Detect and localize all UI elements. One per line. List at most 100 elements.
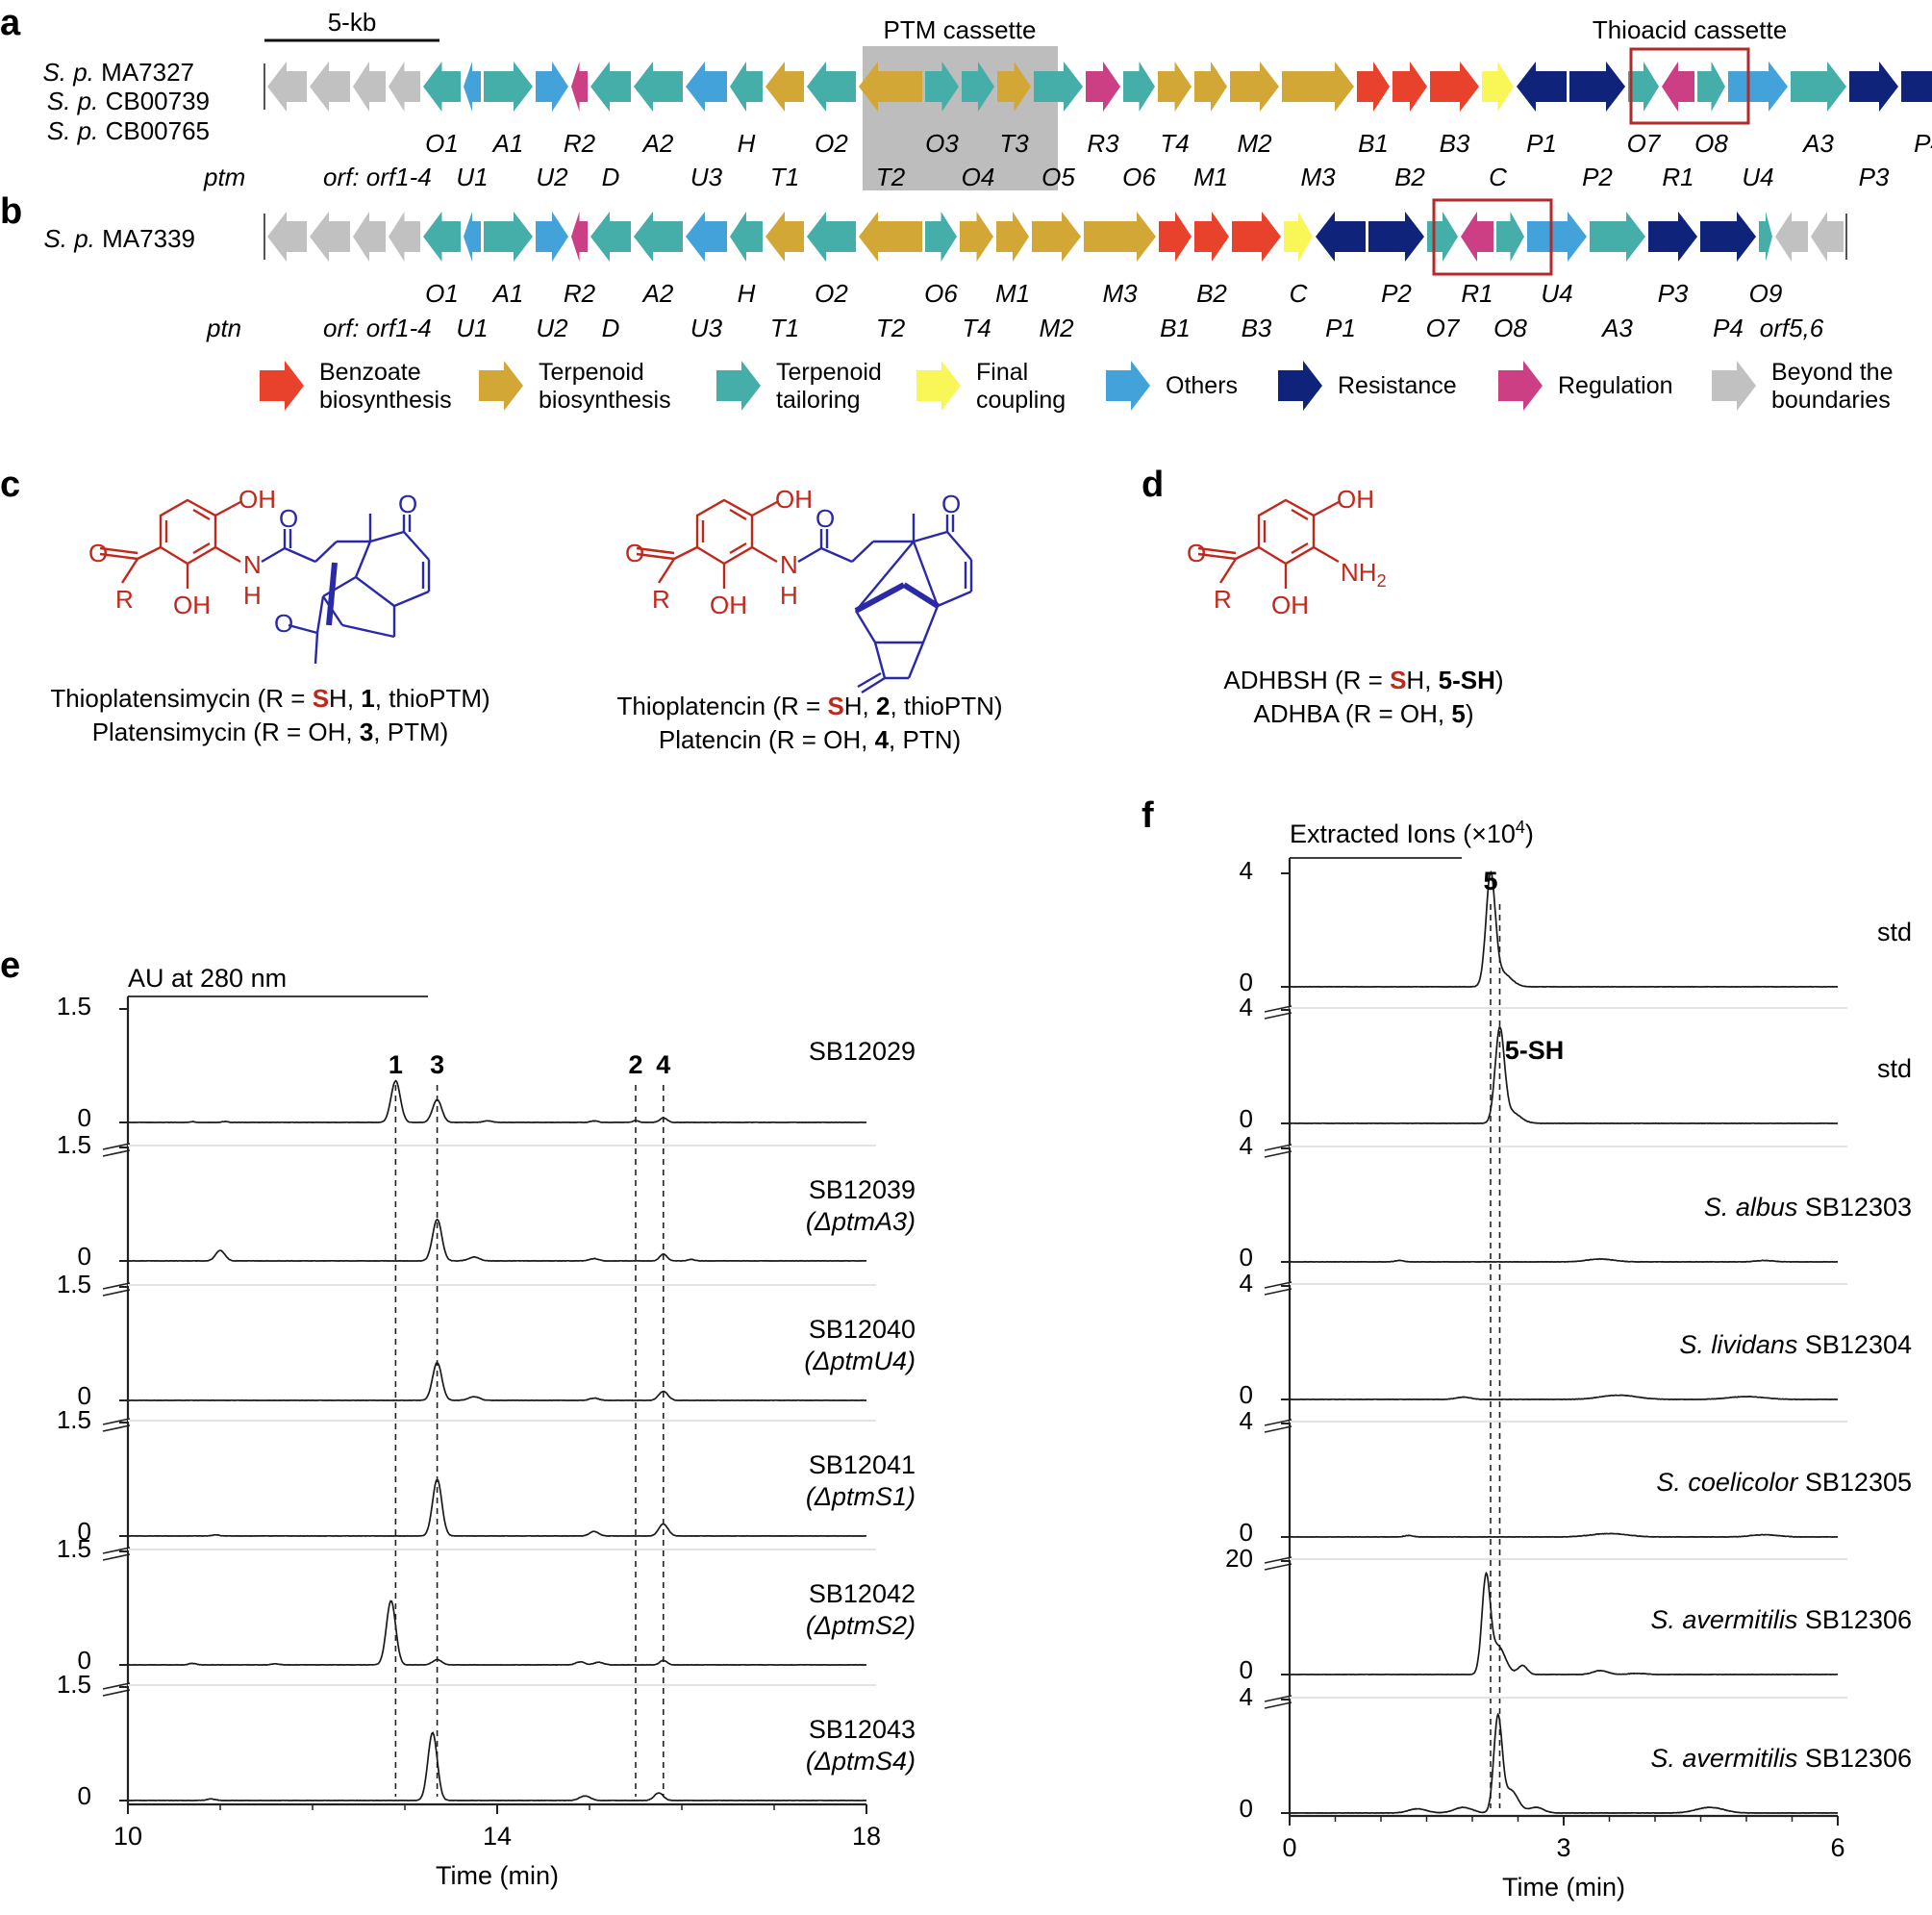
gene-label: A1 (491, 279, 524, 308)
gene-label: O6 (1122, 163, 1156, 191)
gene-label: A1 (491, 129, 524, 158)
caption-thioptm: Thioplatensimycin (R = SH, 1, thioPTM) (50, 684, 489, 713)
panel-a-letter: a (0, 3, 21, 43)
gene-arrow-a1 (484, 62, 533, 112)
gene-label: T2 (876, 163, 906, 191)
y-tick-label: 0 (78, 1517, 91, 1546)
gene-arrow-u4 (1728, 62, 1788, 112)
peak-label: 5 (1483, 867, 1497, 895)
trace-label: std (1877, 918, 1912, 946)
gene-arrow-u1 (464, 212, 481, 262)
caption-thioptn: Thioplatencin (R = SH, 2, thioPTN) (616, 692, 1002, 720)
gene-arrow-a2 (634, 62, 683, 112)
gene-arrow-o2 (807, 212, 856, 262)
gene-label: P2 (1381, 279, 1412, 308)
gene-arrow-o2 (807, 62, 856, 112)
x-tick-label: 0 (1282, 1833, 1296, 1862)
gene-label: D (602, 163, 620, 191)
gene-label: T4 (962, 314, 991, 342)
gene-label: T2 (876, 314, 906, 342)
gene-arrow-b2 (1393, 62, 1427, 112)
gene-label: M3 (1102, 279, 1138, 308)
gene-label: R3 (1087, 129, 1119, 158)
panel-f-letter: f (1142, 795, 1154, 836)
gene-arrow-m2 (1032, 212, 1081, 262)
structure-adhbsh: O R OH OH NH2 (1187, 485, 1387, 619)
gene-arrow-flank-3 (389, 62, 420, 112)
gene-legend: BenzoatebiosynthesisTerpenoidbiosynthesi… (260, 359, 1894, 414)
gene-arrow-c (1284, 212, 1313, 262)
ptm-cassette-shade (863, 46, 1058, 190)
gene-arrow-a1 (484, 212, 533, 262)
gene-label: B2 (1196, 279, 1227, 308)
y-tick-label: 1.5 (57, 1270, 91, 1298)
strain-b-1: S. p. MA7339 (43, 224, 195, 253)
legend-label: Regulation (1558, 372, 1673, 399)
chromatogram-trace (1290, 869, 1838, 988)
panel-e-letter: e (0, 945, 20, 986)
gene-arrow-flank-0 (267, 62, 307, 112)
gene-arrow-flank-3 (389, 212, 420, 262)
gene-label: U1 (456, 314, 488, 342)
gene-label: O5 (1041, 163, 1075, 191)
svg-text:R: R (652, 585, 670, 614)
x-tick-label: 6 (1830, 1833, 1844, 1862)
y-tick-label: 0 (1240, 1104, 1253, 1133)
gene-label: O4 (962, 163, 995, 191)
strain-a-2: S. p. CB00739 (47, 87, 210, 115)
peak-label: 4 (656, 1050, 670, 1079)
svg-text:N: N (243, 550, 262, 579)
gene-label: R2 (564, 279, 596, 308)
panel-c-letter: c (0, 465, 20, 505)
legend-label: coupling (976, 387, 1066, 414)
orf-label-a: orf: orf1-4 (323, 163, 432, 191)
x-tick-label: 10 (113, 1822, 142, 1851)
legend-label: boundaries (1771, 387, 1891, 414)
gene-arrow-p3 (1648, 212, 1697, 262)
chromatogram-trace (127, 1600, 867, 1666)
gene-label: P4 (1914, 129, 1932, 158)
legend-label: Resistance (1338, 372, 1457, 399)
gene-label: A2 (641, 279, 674, 308)
gene-track-b: O1U1A1U2R2DA2U3HT1O2T2O6T4M1M2M3B1B2B3CP… (263, 212, 1847, 342)
gene-label: P3 (1859, 163, 1890, 191)
gene-label: orf5,6 (1760, 314, 1824, 342)
gene-arrow-r1 (1662, 62, 1694, 112)
trace-sublabel: (ΔptmS4) (806, 1747, 916, 1776)
legend-label: Terpenoid (776, 359, 882, 386)
gene-arrow-o8 (1496, 212, 1524, 262)
x-axis-label: Time (min) (436, 1861, 559, 1890)
gene-arrow-o4 (962, 62, 994, 112)
x-tick-label: 14 (483, 1822, 512, 1851)
strain-names-a: S. p. MA7327 S. p. CB00739 S. p. CB00765… (42, 58, 210, 253)
chromatogram-trace (127, 1218, 867, 1262)
gene-label: H (738, 279, 756, 308)
panel-d-letter: d (1142, 465, 1164, 505)
scale-bar-label: 5-kb (328, 8, 377, 37)
svg-text:O: O (274, 609, 293, 638)
gene-arrow-u2 (536, 62, 568, 112)
trace-label: SB12040 (809, 1315, 916, 1344)
gene-label: D (602, 314, 620, 342)
gene-label: A2 (641, 129, 674, 158)
svg-text:O: O (398, 490, 417, 518)
ptn-prefix: ptn (206, 314, 241, 342)
gene-arrow-flank-1 (310, 62, 350, 112)
trace-sublabel: (ΔptmS2) (806, 1611, 916, 1640)
gene-arrow-h (730, 212, 763, 262)
gene-label: P2 (1582, 163, 1613, 191)
gene-label: A3 (1600, 314, 1633, 342)
gene-arrow-c (1482, 62, 1514, 112)
gene-label: T1 (770, 314, 799, 342)
peak-label: 2 (628, 1050, 642, 1079)
gene-arrow-t1 (765, 62, 804, 112)
gene-arrow-p2 (1569, 62, 1625, 112)
svg-text:O: O (625, 539, 644, 567)
gene-arrow-a2 (634, 212, 683, 262)
trace-sublabel: (ΔptmS1) (806, 1482, 916, 1511)
gene-arrow-b1 (1159, 212, 1192, 262)
gene-label: O3 (925, 129, 959, 158)
gene-arrow-p2 (1368, 212, 1424, 262)
trace-label: S. lividans SB12304 (1679, 1330, 1912, 1359)
